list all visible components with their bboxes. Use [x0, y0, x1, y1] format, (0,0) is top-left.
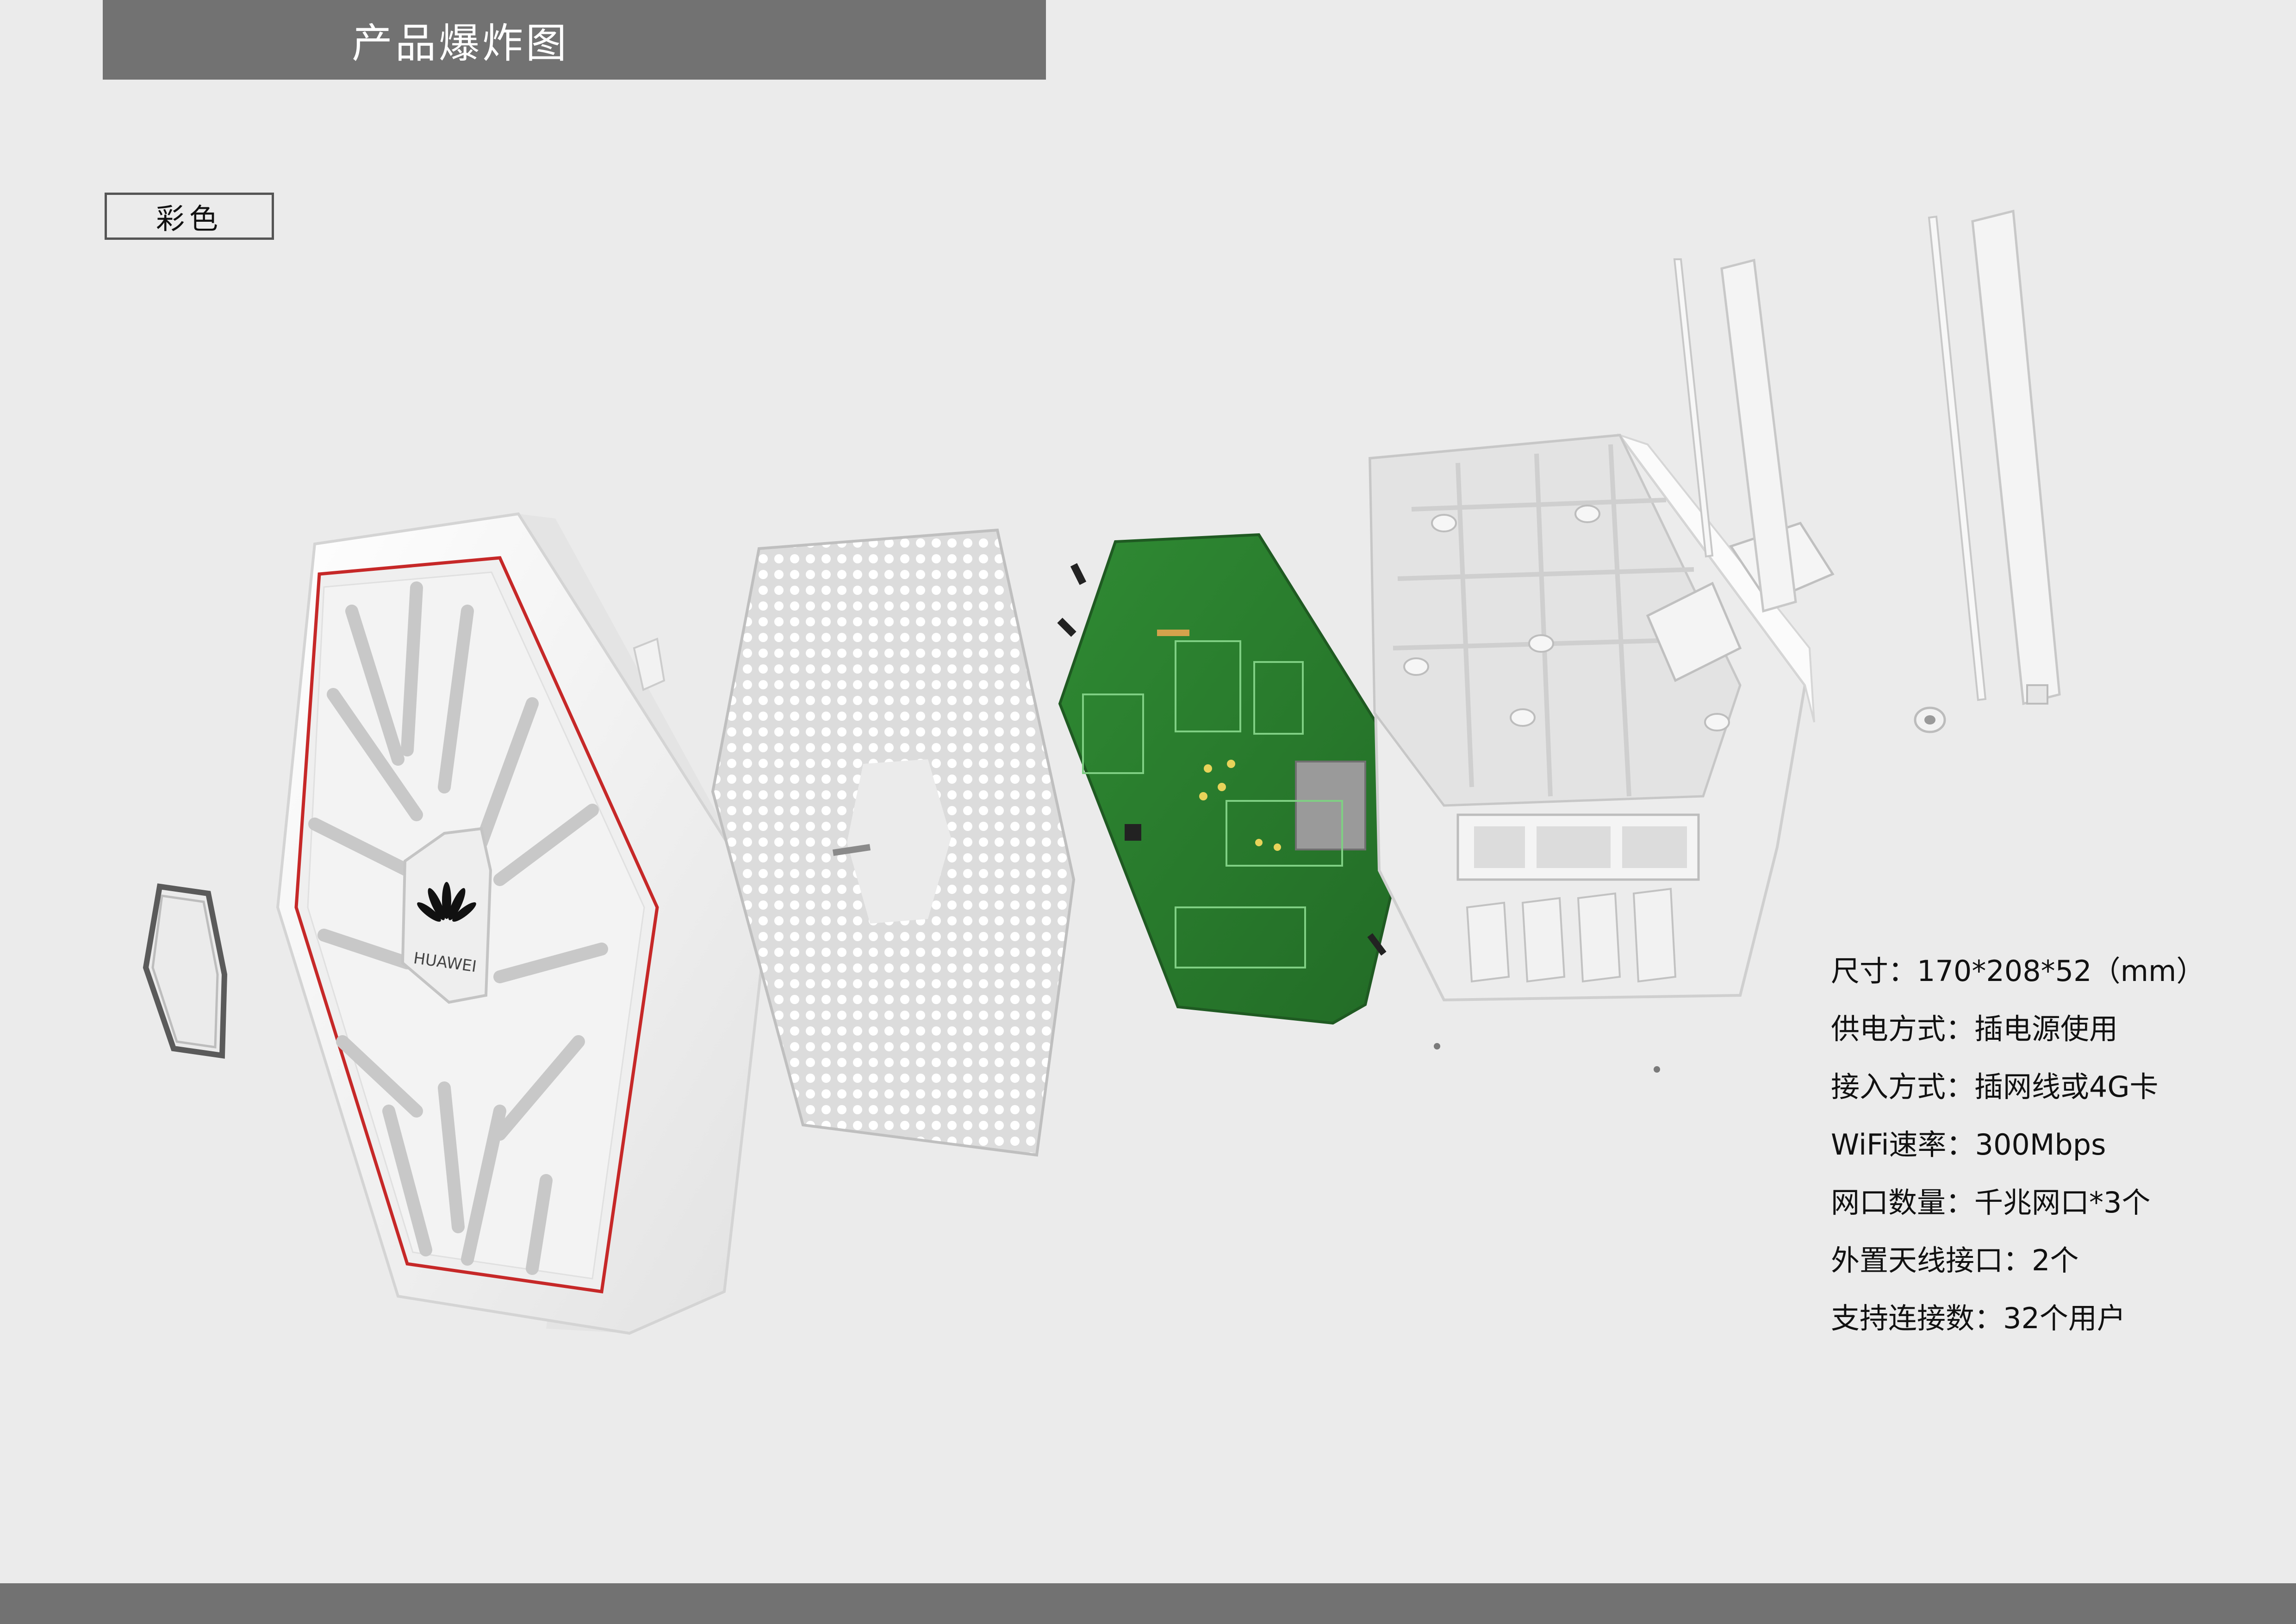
spec-connections: 支持连接数：32个用户 — [1831, 1301, 2126, 1335]
spec-access: 接入方式：插网线或4G卡 — [1831, 1070, 2159, 1104]
spec-power: 供电方式：插电源使用 — [1831, 1012, 2118, 1046]
rear-housing — [1368, 433, 1835, 1073]
page-title: 产品爆炸图 — [351, 19, 569, 67]
title-bar: 产品爆炸图 — [103, 0, 1046, 80]
antennas — [1673, 209, 2061, 733]
spec-ports: 网口数量：千兆网口*3个 — [1831, 1186, 2151, 1219]
circuit-board — [1057, 533, 1418, 1025]
color-tag: 彩色 — [105, 193, 274, 240]
spec-antenna: 外置天线接口：2个 — [1831, 1243, 2079, 1277]
footer-bar — [0, 1583, 2296, 1624]
spec-list: 尺寸：170*208*52（mm） 供电方式：插电源使用 接入方式：插网线或4G… — [1831, 942, 2275, 1347]
spec-wifi-rate: WiFi速率：300Mbps — [1831, 1128, 2106, 1162]
hex-ring — [143, 883, 228, 1059]
spec-dimensions: 尺寸：170*208*52（mm） — [1831, 954, 2205, 988]
perforated-plate — [711, 528, 1076, 1157]
front-cover: HUAWEI — [276, 512, 770, 1335]
